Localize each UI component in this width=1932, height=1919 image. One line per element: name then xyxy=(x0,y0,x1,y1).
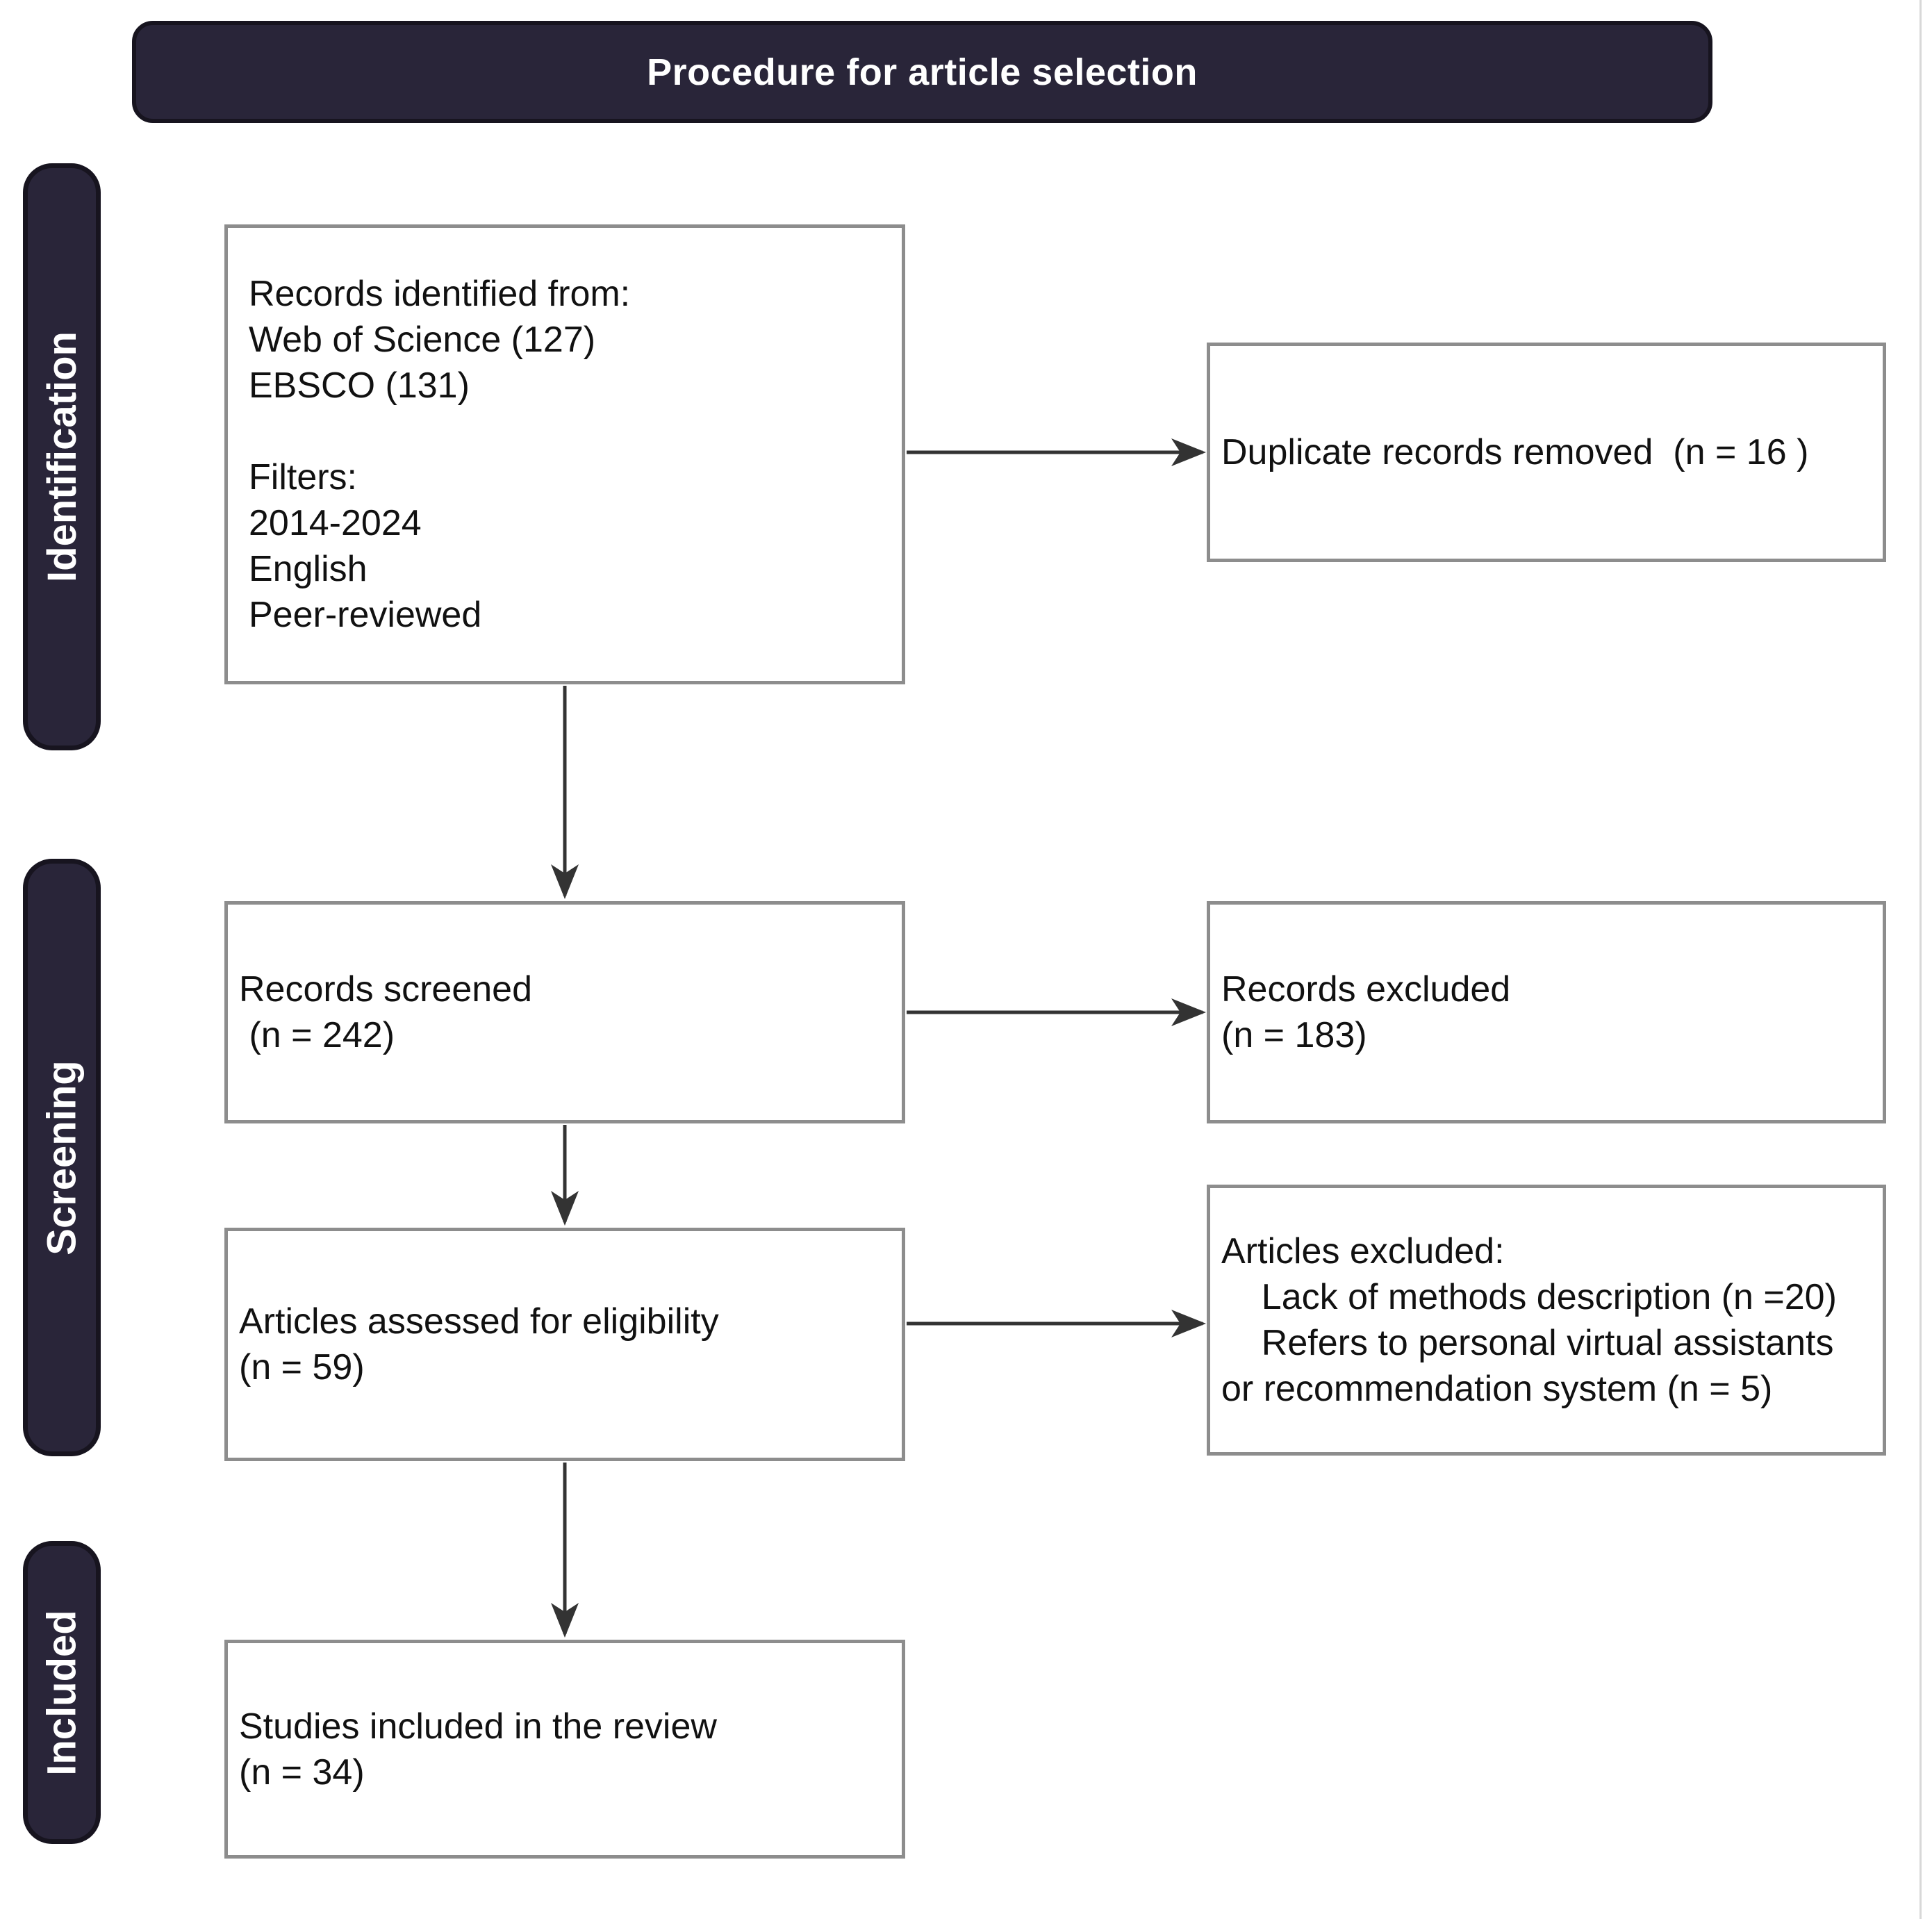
box-records-screened: Records screened (n = 242) xyxy=(224,901,905,1123)
box-duplicate-records-removed: Duplicate records removed (n = 16 ) xyxy=(1207,343,1886,562)
stage-label-included: Included xyxy=(23,1541,101,1844)
box-articles-assessed-text: Articles assessed for eligibility (n = 5… xyxy=(239,1301,719,1387)
box-records-identified: Records identified from: Web of Science … xyxy=(224,224,905,684)
box-duplicate-records-removed-text: Duplicate records removed (n = 16 ) xyxy=(1221,432,1809,472)
diagram-title-banner: Procedure for article selection xyxy=(132,21,1712,123)
box-records-screened-text: Records screened (n = 242) xyxy=(239,969,532,1055)
box-studies-included: Studies included in the review (n = 34) xyxy=(224,1640,905,1859)
stage-label-screening-text: Screening xyxy=(39,1060,85,1255)
stage-label-included-text: Included xyxy=(39,1609,85,1776)
box-studies-included-text: Studies included in the review (n = 34) xyxy=(239,1706,717,1793)
box-records-excluded-text: Records excluded (n = 183) xyxy=(1221,969,1511,1055)
stage-label-identification: Identification xyxy=(23,163,101,750)
stage-label-screening: Screening xyxy=(23,859,101,1456)
page-edge-line xyxy=(1919,0,1922,1919)
box-articles-excluded: Articles excluded: Lack of methods descr… xyxy=(1207,1185,1886,1456)
box-records-identified-text: Records identified from: Web of Science … xyxy=(249,274,631,635)
diagram-title: Procedure for article selection xyxy=(647,51,1198,93)
stage-label-identification-text: Identification xyxy=(39,331,85,582)
box-records-excluded: Records excluded (n = 183) xyxy=(1207,901,1886,1123)
box-articles-excluded-text: Articles excluded: Lack of methods descr… xyxy=(1221,1231,1837,1409)
box-articles-assessed: Articles assessed for eligibility (n = 5… xyxy=(224,1228,905,1461)
